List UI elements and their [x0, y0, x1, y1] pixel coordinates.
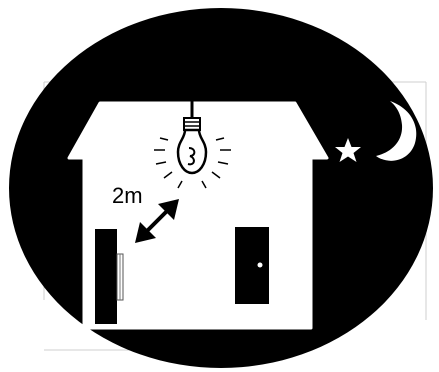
- door-icon: [235, 227, 269, 304]
- distance-label: 2m: [112, 185, 143, 207]
